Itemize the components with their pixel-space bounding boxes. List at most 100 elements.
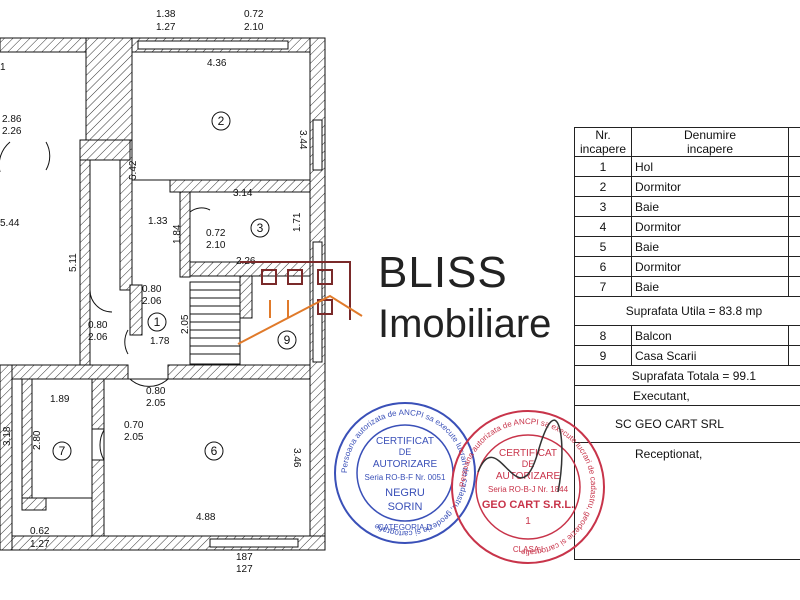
dim-text: 0.80 [142, 284, 162, 295]
dim-text: 2.26 [2, 126, 22, 137]
stamp-text: DE [522, 459, 535, 469]
dim-text: 2.80 [32, 430, 43, 450]
table-row: SC GEO CART SRL [574, 405, 800, 443]
cell-nr: 8 [574, 325, 632, 346]
cell-nr: 1 [574, 156, 632, 177]
cell-extra [788, 345, 800, 366]
stamp-text: 1 [525, 516, 531, 527]
dim-text: 2.06 [142, 296, 162, 307]
header-nr-text2: incapere [579, 142, 627, 156]
room-3-label: 3 [257, 221, 264, 235]
suprafata-utila: Suprafata Utila = 83.8 mp [574, 296, 800, 326]
cell-name: Casa Scarii [631, 345, 789, 366]
dim-text: 1 [0, 62, 6, 73]
dim-text: 1.89 [50, 394, 70, 405]
cell-nr: 6 [574, 256, 632, 277]
dim-text: 2.05 [146, 398, 166, 409]
blue-stamp: Persoana autorizata de ANCPI sa execute … [334, 402, 476, 544]
dim-text: 4.88 [196, 512, 216, 523]
cell-name: Baie [631, 196, 789, 217]
cell-extra [788, 256, 800, 277]
cell-nr: 3 [574, 196, 632, 217]
dim-text: 2.10 [206, 240, 226, 251]
cell-name: Dormitor [631, 176, 789, 197]
table-header-extra [788, 127, 800, 157]
cell-extra [788, 325, 800, 346]
dim-text: 2.10 [244, 22, 264, 33]
dim-text: 0.72 [206, 228, 226, 239]
stamp-text: AUTORIZARE [373, 459, 438, 470]
header-den-text: Denumire [683, 128, 737, 142]
logo-imobiliare-text: Imobiliare [378, 302, 552, 346]
header-den-text2: incapere [686, 142, 734, 156]
cell-name: Hol [631, 156, 789, 177]
table-row: Suprafata Totala = 99.1 [574, 365, 800, 386]
dim-text: 5.42 [128, 160, 139, 180]
stamp-text: AUTORIZARE [496, 471, 561, 482]
room-1-label: 1 [154, 315, 161, 329]
stamp-text: DE [399, 447, 412, 457]
cell-name: Balcon [631, 325, 789, 346]
table-row: Executant, [574, 385, 800, 406]
dim-text: 0.80 [146, 386, 166, 397]
logo-bliss-text: BLISS [378, 248, 508, 297]
dim-text: 2.05 [124, 432, 144, 443]
table-row: Suprafata Utila = 83.8 mp [574, 296, 800, 326]
dim-text: 1.33 [148, 216, 168, 227]
dim-text: 1.38 [156, 9, 176, 20]
stamp-text: CERTIFICAT [376, 436, 434, 447]
dim-text: 0.70 [124, 420, 144, 431]
stamp-text: CERTIFICAT [499, 448, 557, 459]
dim-text: 187 [236, 552, 253, 563]
dim-text: 5.11 [68, 253, 79, 272]
cell-extra [788, 236, 800, 257]
cell-extra [788, 196, 800, 217]
suprafata-totala: Suprafata Totala = 99.1 [574, 365, 800, 386]
doors [0, 141, 211, 461]
cell-nr: 9 [574, 345, 632, 366]
dim-text: 0.80 [88, 320, 108, 331]
dim-text: 2.05 [180, 314, 191, 334]
stairs [189, 281, 241, 365]
dim-text: 1.84 [172, 224, 183, 244]
cell-name: Dormitor [631, 216, 789, 237]
company-name: SC GEO CART SRL [574, 405, 800, 443]
cell-name: Dormitor [631, 256, 789, 277]
cell-nr: 7 [574, 276, 632, 297]
dimension-labels: 1.38 1.27 0.72 2.10 1 4.36 3.44 2.86 2.2… [0, 9, 308, 575]
cell-extra [788, 156, 800, 177]
signature-mark [477, 419, 563, 493]
dim-text: 127 [236, 564, 253, 575]
dim-text: 5.44 [0, 218, 20, 229]
cell-extra [788, 276, 800, 297]
dim-text: 2.06 [88, 332, 108, 343]
dim-text: 1.71 [292, 212, 303, 232]
stamp-text: CLASA I [513, 545, 543, 554]
stamp-text: CATEGORIA D [378, 523, 432, 532]
cell-nr: 5 [574, 236, 632, 257]
red-stamp: Persoana autorizata de ANCPI sa execute … [451, 410, 605, 564]
cell-extra [788, 176, 800, 197]
dim-text: 3.46 [291, 448, 302, 468]
dim-text: 4.36 [207, 58, 227, 69]
dim-text: 3.44 [297, 130, 308, 150]
cell-extra [788, 216, 800, 237]
walls [0, 37, 326, 551]
stamp-text: SORIN [388, 501, 423, 513]
room-2-label: 2 [218, 114, 225, 128]
dim-text: 1.27 [30, 539, 50, 550]
cell-nr: 4 [574, 216, 632, 237]
table-row: Receptionat, [574, 442, 800, 560]
receptionat-label: Receptionat, [574, 442, 800, 560]
stamp-text: GEO CART S.R.L. [482, 499, 574, 511]
